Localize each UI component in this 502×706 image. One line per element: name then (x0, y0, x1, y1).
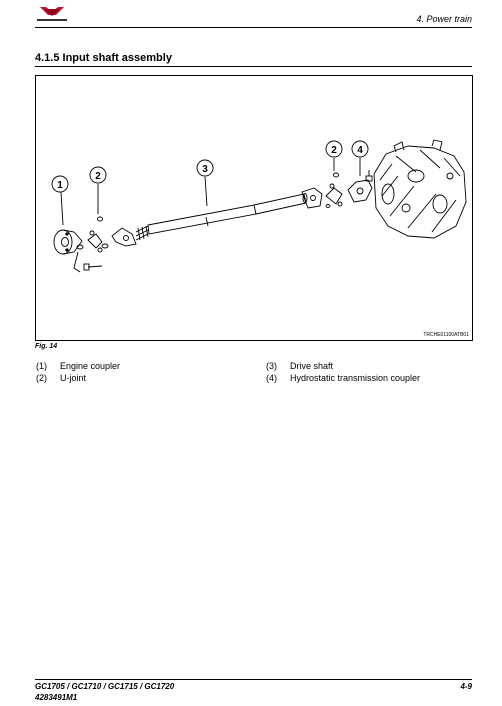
legend-label: Engine coupler (60, 361, 121, 371)
header-rule (35, 27, 472, 28)
title-rule (35, 66, 472, 67)
legend-label: Drive shaft (290, 361, 334, 371)
legend-item: (1) Engine coupler (36, 361, 120, 373)
legend-item: (4) Hydrostatic transmission coupler (266, 373, 420, 385)
legend-item: (2) U-joint (36, 373, 120, 385)
callout-4: 4 (357, 145, 363, 156)
legend-number: (2) (36, 372, 47, 383)
figure-code: TRCHE01100ATB01 (423, 332, 469, 338)
figure-frame: 1 2 3 2 4 TRCHE01100ATB01 (35, 75, 473, 341)
legend-label: U-joint (60, 372, 87, 383)
legend-number: (3) (266, 361, 277, 371)
input-shaft-illustration: 1 2 3 2 4 (51, 139, 467, 273)
legend-label: Hydrostatic transmission coupler (290, 372, 421, 383)
legend-left: (1) Engine coupler (2) U-joint (36, 361, 120, 384)
brand-logo (35, 6, 69, 24)
footer-rule (35, 679, 472, 680)
footer-models: GC1705 / GC1710 / GC1715 / GC1720 (35, 682, 175, 691)
callout-2: 2 (95, 171, 101, 182)
section-header: 4. Power train (416, 14, 472, 24)
footer-part-number: 4283491M1 (35, 693, 78, 702)
legend-item: (3) Drive shaft (266, 361, 420, 373)
page-title: 4.1.5 Input shaft assembly (35, 52, 172, 64)
callout-3: 3 (202, 164, 208, 175)
callout-1: 1 (57, 180, 63, 191)
legend-right: (3) Drive shaft (4) Hydrostatic transmis… (266, 361, 420, 384)
figure-caption: Fig. 14 (35, 343, 58, 350)
page-number: 4-9 (460, 682, 472, 691)
callout-2b: 2 (331, 145, 337, 156)
legend-number: (1) (36, 361, 47, 371)
legend-number: (4) (266, 372, 277, 383)
